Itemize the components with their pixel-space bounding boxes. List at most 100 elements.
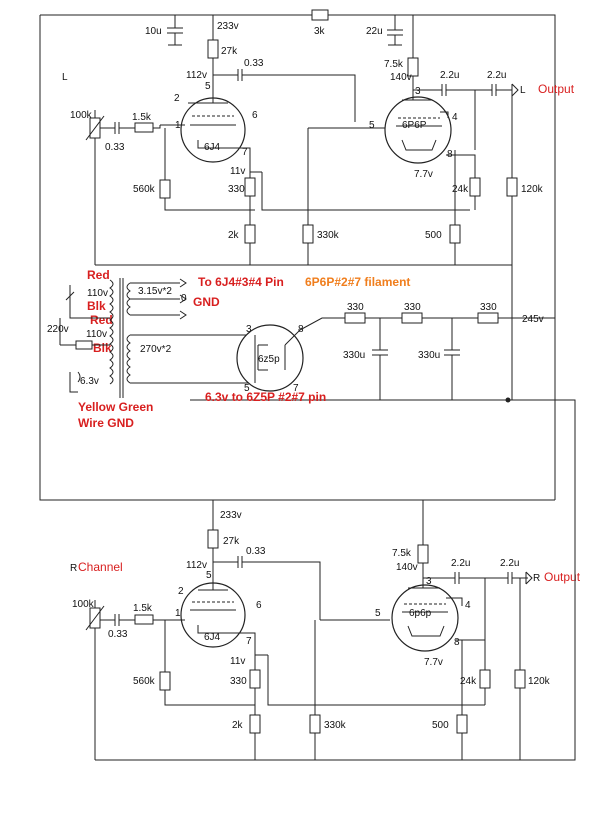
tube-6p6p-top (384, 90, 452, 164)
filter-r1 (344, 312, 366, 324)
pot-label-bottom: 100k (72, 599, 95, 610)
filter-r3 (477, 312, 499, 324)
output-node-top: L (520, 85, 526, 96)
blk-1: Blk (87, 299, 106, 313)
v110-1: 110v (87, 288, 108, 299)
resistor-330k-top (302, 224, 314, 244)
wire-red-2: Red (90, 313, 113, 327)
rect-pin5: 5 (244, 383, 250, 394)
resistor-560k-bottom (159, 671, 171, 691)
plate2-voltage-bottom: 140v (396, 562, 418, 573)
pin3-bottom: 3 (426, 576, 432, 587)
power-supply: Red 110v Blk Red 110v Blk 220v 6.3v Yell… (47, 265, 555, 430)
blk-2: Blk (93, 341, 112, 355)
out-cap1-label-top: 2.2u (440, 70, 459, 81)
filter-c1-label: 330u (343, 350, 365, 361)
bottom-channel: 233v 27k 112v 0.33 2 5 6 1 7 6J4 R Chann… (70, 399, 581, 761)
pin6-bottom: 6 (256, 600, 262, 611)
wire-red-1: Red (87, 268, 110, 282)
out-cap2-label-top: 2.2u (487, 70, 506, 81)
pin4-bottom: 4 (465, 600, 471, 611)
plate2-voltage-top: 140v (390, 72, 412, 83)
top-channel: 10u 233v 3k 22u 27k 112v 0.33 (39, 9, 575, 501)
gnd-label: GND (193, 295, 220, 309)
note-6p6p: 6P6P#2#7 filament (305, 275, 410, 289)
pin1-top: 1 (175, 120, 181, 131)
resistor-24k-top (469, 177, 481, 197)
resistor-7-5k-label-top: 7.5k (384, 59, 404, 70)
grid-resistor-top (134, 122, 154, 133)
pin5-top: 5 (205, 81, 211, 92)
resistor-3k (311, 9, 329, 21)
channel-label-bottom: R (70, 563, 77, 574)
output-node-bottom: R (533, 573, 540, 584)
heater-winding: 3.15v*2 (138, 286, 172, 297)
pin5b-bottom: 5 (375, 608, 381, 619)
zero-tap: 0 (181, 293, 187, 304)
resistor-2k-label-top: 2k (228, 230, 240, 241)
note-6j4: To 6J4#3#4 Pin (198, 275, 284, 289)
resistor-560k-label-top: 560k (133, 184, 156, 195)
grid-resistor-bottom (134, 614, 154, 625)
resistor-500-bottom (456, 714, 468, 734)
supply-voltage-top: 233v (217, 21, 239, 32)
supply-voltage-bottom: 233v (220, 510, 242, 521)
pin8-bottom: 8 (454, 637, 460, 648)
resistor-560k-top (159, 179, 171, 199)
coupling-cap-label: 0.33 (244, 58, 264, 69)
resistor-27k (207, 39, 219, 59)
resistor-27k-label: 27k (221, 46, 238, 57)
resistor-330-label-bottom: 330 (230, 676, 247, 687)
pin1-bottom: 1 (175, 608, 181, 619)
resistor-500-label-bottom: 500 (432, 720, 449, 731)
resistor-2k-label-bottom: 2k (232, 720, 244, 731)
rect-pin7: 7 (293, 383, 299, 394)
tube-6j4-bottom (160, 565, 246, 648)
plate1-voltage-bottom: 112v (186, 560, 207, 571)
cap-22u-label: 22u (366, 26, 383, 37)
channel-label-top: L (62, 72, 68, 83)
plate1-voltage: 112v (186, 70, 207, 81)
pin5b-top: 5 (369, 120, 375, 131)
resistor-120k-bottom (514, 669, 526, 689)
filter-r2-label: 330 (404, 302, 421, 313)
resistor-120k-top (506, 177, 518, 197)
coupling-cap-label-bottom: 0.33 (246, 546, 266, 557)
pin5-bottom: 5 (206, 570, 212, 581)
wire-gnd: Wire GND (78, 416, 134, 430)
tube2-name-bottom: 6p6p (409, 608, 432, 619)
cathode1-voltage-top: 11v (230, 166, 245, 177)
cap-10u-label: 10u (145, 26, 162, 37)
filter-r2 (401, 312, 423, 324)
resistor-24k-label-bottom: 24k (460, 676, 477, 687)
hv-winding: 270v*2 (140, 344, 172, 355)
channel-word-bottom: Channel (78, 560, 123, 574)
tube2-name-top: 6P6P (402, 120, 427, 131)
v63-label: 6.3v (80, 376, 99, 387)
v110-2: 110v (86, 329, 107, 340)
tube-6p6p-bottom (391, 578, 463, 652)
output-label-top: Output (538, 82, 575, 96)
resistor-330-top (244, 177, 256, 197)
fuse (75, 340, 93, 350)
grid-resistor-label-top: 1.5k (132, 112, 152, 123)
resistor-7-5k-bottom (417, 544, 429, 564)
filter-c2-label: 330u (418, 350, 440, 361)
tube-6j4-top (160, 75, 246, 163)
resistor-330-bottom (249, 669, 261, 689)
resistor-120k-label-top: 120k (521, 184, 544, 195)
filter-r1-label: 330 (347, 302, 364, 313)
resistor-500-top (449, 224, 461, 244)
resistor-7-5k-label-bottom: 7.5k (392, 548, 412, 559)
pin2-top: 2 (174, 93, 180, 104)
pin2-bottom: 2 (178, 586, 184, 597)
rectifier-name: 6z5p (258, 354, 280, 365)
resistor-330k-bottom (309, 714, 321, 734)
resistor-500-label-top: 500 (425, 230, 442, 241)
grid-resistor-label-bottom: 1.5k (133, 603, 153, 614)
hv-output-voltage: 245v (522, 314, 544, 325)
resistor-24k-bottom (479, 669, 491, 689)
output-label-bottom: Output (544, 570, 581, 584)
resistor-2k-top (244, 224, 256, 244)
